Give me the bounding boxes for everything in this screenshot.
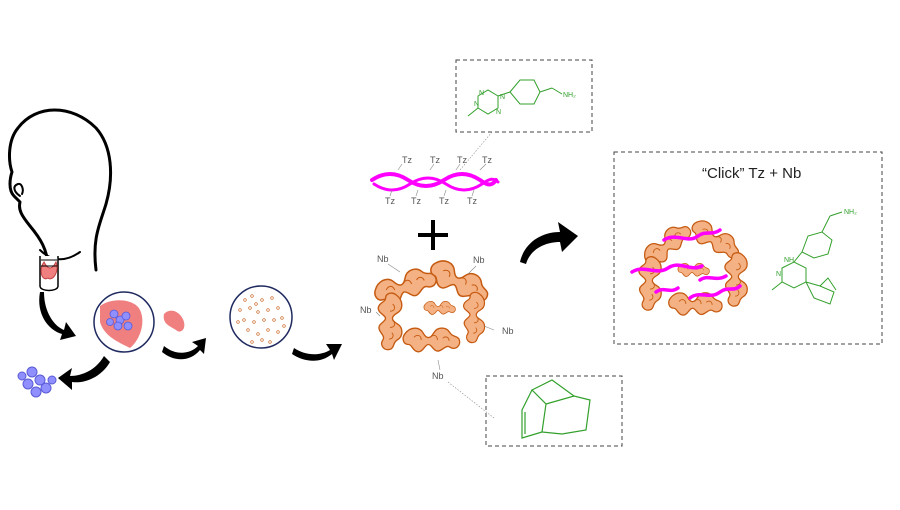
click-product-structure <box>771 211 843 305</box>
tz-label: Tz <box>430 155 440 165</box>
tz-label: Tz <box>439 196 449 206</box>
product-amine-label: NH₂ <box>844 209 857 216</box>
nb-label: Nb <box>432 371 444 381</box>
tz-label: Tz <box>482 155 492 165</box>
curved-arrow-icon <box>292 344 342 361</box>
nb-label: Nb <box>502 326 514 336</box>
tetrazine-atom-label: N <box>479 90 484 97</box>
product-atom-label: NH <box>784 257 794 264</box>
curved-arrow-icon <box>162 338 206 360</box>
tetrazine-atom-label: N <box>500 94 505 101</box>
tz-label: Tz <box>402 155 412 165</box>
tz-label: Tz <box>467 196 477 206</box>
norbornene-leader-line <box>447 381 495 419</box>
tetrazine-structure-box: N N N N NH₂ <box>455 59 593 133</box>
tetrazine-atom-label: N <box>474 101 479 108</box>
human-head-profile-icon <box>8 108 113 272</box>
tz-label: Tz <box>457 155 467 165</box>
curved-arrow-icon <box>39 292 76 340</box>
nb-label: Nb <box>377 254 389 264</box>
tissue-fragment <box>163 310 185 332</box>
nb-label: Nb <box>473 255 485 265</box>
tz-label-group <box>389 163 487 197</box>
click-product-box: “Click” Tz + Nb N NH NH₂ <box>613 151 883 345</box>
thyroid-gland-icon <box>39 256 59 292</box>
norbornene-structure-box <box>485 375 623 447</box>
curved-arrow-icon <box>58 356 110 390</box>
tissue-dish-icon <box>93 291 155 353</box>
nb-label: Nb <box>360 305 372 315</box>
cell-cluster <box>17 366 57 398</box>
product-title: “Click” Tz + Nb <box>702 165 801 182</box>
nb-nanoparticle-assembly <box>370 255 495 353</box>
tetrazine-atom-label: N <box>496 109 501 116</box>
tz-label: Tz <box>385 196 395 206</box>
clicked-polymer-strands <box>630 228 742 300</box>
tz-label: Tz <box>411 196 421 206</box>
tz-polymer <box>370 172 500 192</box>
tetrazine-leader-line <box>459 131 493 171</box>
plus-icon <box>418 220 448 250</box>
product-atom-label: N <box>776 271 781 278</box>
particle-dish-icon <box>229 285 293 349</box>
nb-label-group <box>375 263 495 371</box>
curved-arrow-icon <box>520 222 578 264</box>
tetrazine-amine-label: NH₂ <box>563 92 576 99</box>
